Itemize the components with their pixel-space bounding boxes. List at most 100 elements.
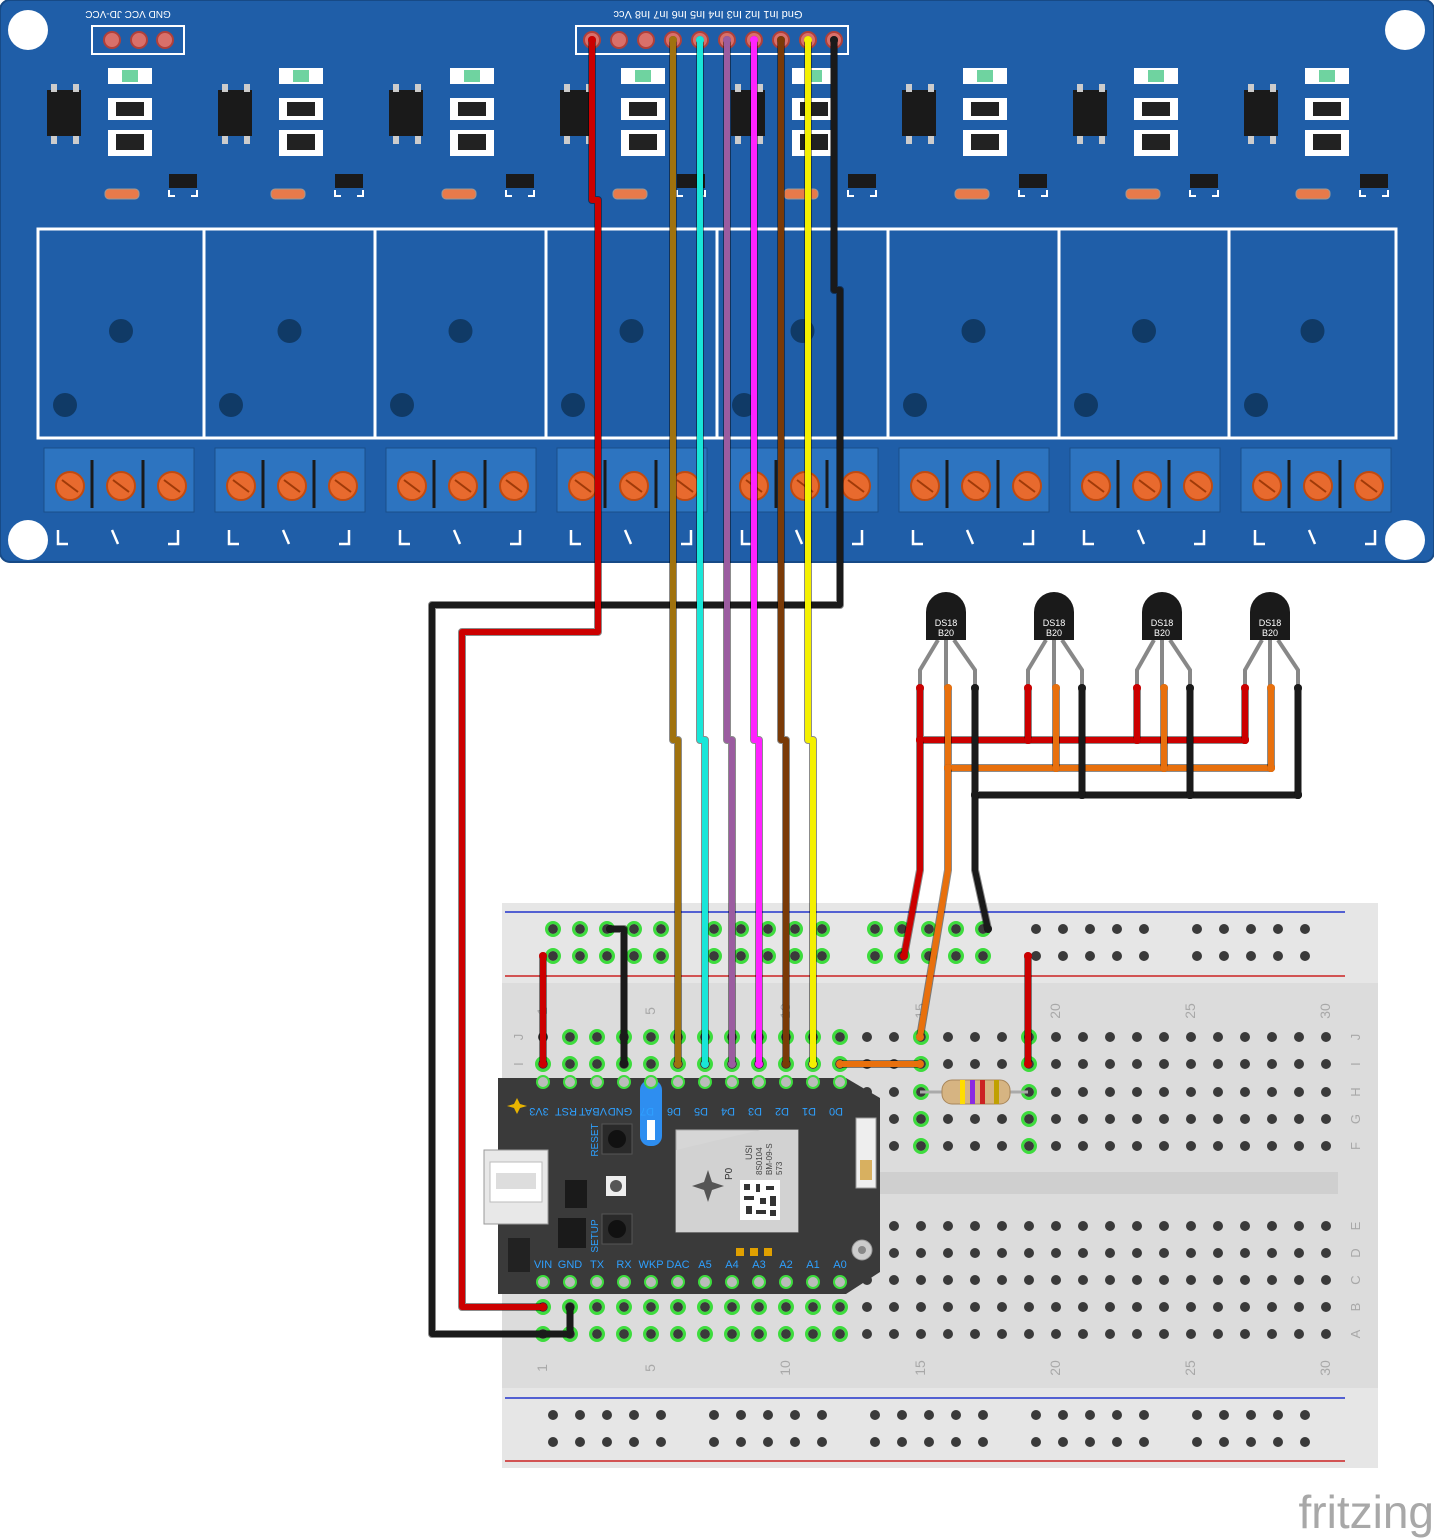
breadboard-hole: [1321, 1275, 1331, 1285]
optocoupler: [1073, 90, 1107, 136]
terminal-symbol: [1082, 529, 1206, 546]
rail-hole: [1192, 1437, 1202, 1447]
header-pin: [637, 31, 655, 49]
photon-pin-label: D2: [775, 1105, 789, 1117]
smd-resistor-body: [971, 102, 999, 116]
rail-hole: [1031, 951, 1041, 961]
screw-slot: [625, 479, 643, 493]
breadboard-hole: [1213, 1087, 1223, 1097]
rail-hole: [1085, 1410, 1095, 1420]
photon-pin-d5: [698, 1075, 712, 1089]
connected-hole: [670, 1326, 686, 1342]
rail-hole: [1246, 924, 1256, 934]
row-letter: I: [511, 1062, 526, 1066]
optocoupler-pin: [1077, 136, 1083, 144]
breadboard-hole: [619, 1329, 629, 1339]
screw-slot: [112, 479, 130, 493]
breadboard-hole: [1294, 1221, 1304, 1231]
photon-pin-gnd: [617, 1075, 631, 1089]
column-number: 30: [1317, 1360, 1333, 1376]
breadboard-hole: [700, 1329, 710, 1339]
breadboard-hole: [1132, 1059, 1142, 1069]
transistor: [848, 174, 876, 188]
relay-marker: [53, 393, 77, 417]
breadboard-hole: [997, 1302, 1007, 1312]
reset-label: RESET: [590, 1123, 601, 1156]
breadboard-hole: [835, 1032, 845, 1042]
relay-marker: [219, 393, 243, 417]
setup-label: SETUP: [590, 1219, 601, 1253]
mounting-hole: [8, 520, 48, 560]
smd-resistor-body: [287, 102, 315, 116]
smd-resistor-body: [1313, 102, 1341, 116]
row-letter: H: [1348, 1087, 1363, 1096]
rail-hole: [870, 951, 880, 961]
breadboard-hole: [1186, 1141, 1196, 1151]
smd-resistor-body: [458, 102, 486, 116]
sensor-label: B20: [938, 628, 954, 638]
optocoupler: [1244, 90, 1278, 136]
connected-hole: [867, 921, 883, 937]
jumper-d0-end: [916, 1060, 924, 1068]
rail-hole: [1139, 951, 1149, 961]
breadboard-hole: [1213, 1221, 1223, 1231]
photon-pin-label: D3: [748, 1105, 762, 1117]
transistor-outline: [505, 190, 535, 197]
rail-hole: [602, 1437, 612, 1447]
photon-pin-label: D5: [694, 1105, 708, 1117]
rail-hole: [951, 951, 961, 961]
connected-hole: [1021, 1138, 1037, 1154]
breadboard-hole: [889, 1087, 899, 1097]
svg-text:8S0104: 8S0104: [755, 1147, 764, 1175]
breadboard-hole: [1213, 1248, 1223, 1258]
signal-wire-2: [697, 37, 708, 1067]
breadboard-hole: [1105, 1059, 1115, 1069]
mounting-hole: [1385, 520, 1425, 560]
rail-hole: [1085, 1437, 1095, 1447]
jumper-gnd-end: [606, 925, 614, 933]
breadboard-hole: [1024, 1329, 1034, 1339]
sensor-legs: [1243, 638, 1300, 688]
row-letter: C: [1348, 1275, 1363, 1284]
breadboard-hole: [1321, 1114, 1331, 1124]
sensor-vcc-to-rail: [901, 737, 923, 959]
breadboard-hole: [1267, 1087, 1277, 1097]
rail-hole: [1112, 951, 1122, 961]
smd-resistor-body: [629, 134, 657, 150]
diode: [1295, 188, 1331, 200]
breadboard-hole: [1321, 1141, 1331, 1151]
connected-hole: [778, 1326, 794, 1342]
breadboard-hole: [1267, 1221, 1277, 1231]
optocoupler-pin: [222, 84, 228, 92]
rail-hole: [709, 951, 719, 961]
breadboard-hole: [889, 1302, 899, 1312]
breadboard-hole: [835, 1302, 845, 1312]
breadboard-hole: [781, 1329, 791, 1339]
breadboard-hole: [1240, 1087, 1250, 1097]
optocoupler: [902, 90, 936, 136]
breadboard-hole: [754, 1302, 764, 1312]
rail-hole: [575, 1437, 585, 1447]
screw-slot: [505, 479, 523, 493]
rail-hole: [629, 951, 639, 961]
row-letter: G: [1348, 1114, 1363, 1124]
jumper-3v3-end: [539, 1060, 547, 1068]
sensor-data-bus-shadow: [944, 684, 1275, 772]
breadboard-hole: [1105, 1275, 1115, 1285]
optocoupler-pin: [757, 136, 763, 144]
rail-hole: [790, 1410, 800, 1420]
breadboard-hole: [1051, 1141, 1061, 1151]
breadboard-hole: [1024, 1141, 1034, 1151]
breadboard-hole: [1321, 1302, 1331, 1312]
breadboard-hole: [646, 1059, 656, 1069]
screw-slot: [403, 479, 421, 493]
sensor-vcc-to-rail-end: [900, 952, 908, 960]
optocoupler-pin: [906, 136, 912, 144]
terminal-symbol: [740, 529, 864, 546]
rail-hole: [978, 951, 988, 961]
photon-pin-label: WKP: [638, 1259, 663, 1271]
sensor-body: [1142, 592, 1182, 640]
breadboard-hole: [1267, 1248, 1277, 1258]
rail-hole: [709, 1410, 719, 1420]
